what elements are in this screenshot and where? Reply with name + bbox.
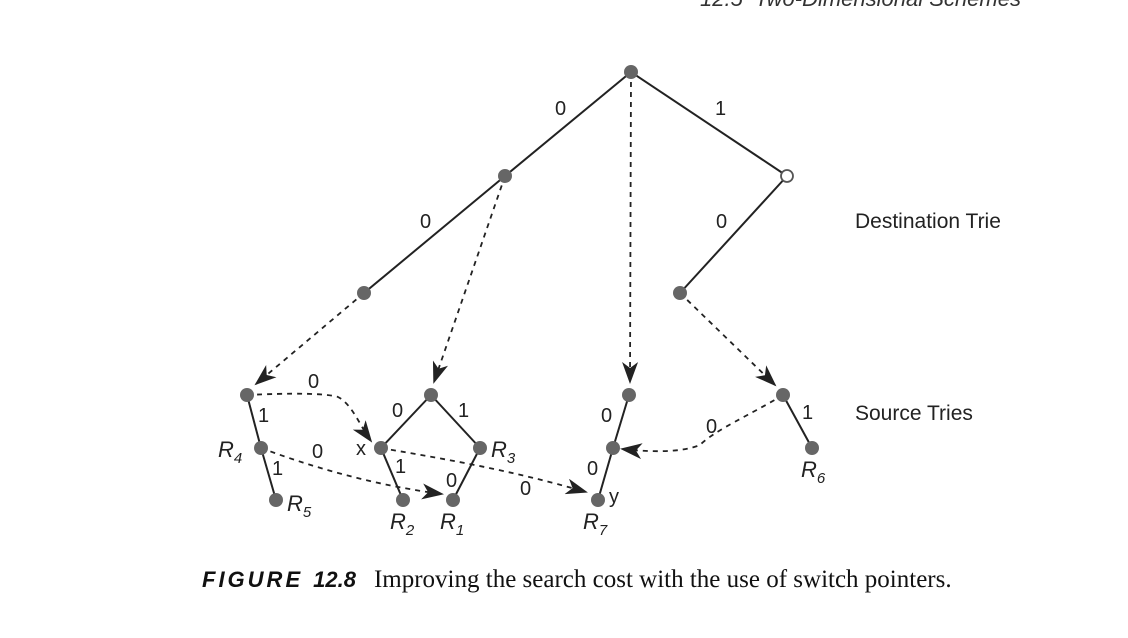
- pointer-n10-s4: [679, 292, 777, 387]
- source-node-x: [374, 441, 388, 455]
- source-node-r3: [473, 441, 487, 455]
- source-trie-edges: [246, 394, 813, 501]
- edge-root-n1: [504, 71, 632, 177]
- branch-label: 1: [715, 98, 726, 120]
- edge-x-r2: [380, 447, 404, 501]
- switch-pointer-s4-s3b: [620, 394, 784, 460]
- rule-label-r7: R7: [583, 509, 608, 539]
- switch-pointer-x-y: [380, 447, 588, 495]
- branch-label: 0: [420, 211, 431, 233]
- edge-r4-r5: [260, 447, 277, 501]
- figure-caption: FIGURE 12.8 Improving the search cost with…: [202, 566, 1102, 594]
- source-node-s3b: [606, 441, 620, 455]
- switch-pointer-r4-r1: [260, 447, 444, 500]
- edge-n1-n00: [363, 175, 506, 294]
- edge-s1-r4: [246, 394, 262, 449]
- branch-label: 0: [392, 400, 403, 422]
- branch-label: 0: [716, 211, 727, 233]
- trie-node-1-empty: [780, 169, 794, 183]
- pointer-n00-s1: [254, 292, 365, 386]
- caption-text: Improving the search cost with the use o…: [373, 566, 952, 593]
- edge-r3-r1: [452, 447, 481, 501]
- pointer-n1-s2: [432, 175, 506, 384]
- rule-label-r1: R1: [440, 509, 464, 539]
- source-node-y: [591, 493, 605, 507]
- destination-trie-nodes: [357, 65, 794, 300]
- header-section-title: Two-Dimensional Schemes: [755, 0, 1021, 10]
- trie-node-root: [624, 65, 638, 79]
- branch-label: 1: [395, 456, 406, 478]
- branch-label: 1: [272, 458, 283, 480]
- edge-s2-x: [380, 394, 432, 449]
- source-node-s1: [240, 388, 254, 402]
- source-node-r5: [269, 493, 283, 507]
- trie-node-00: [357, 286, 371, 300]
- switch-pointer-s1-x: [246, 392, 373, 443]
- vertex-label-x: x: [356, 438, 366, 460]
- rule-labels: R4 R5 R2 R1 R3 R7 R6: [218, 437, 826, 539]
- branch-label: 0: [520, 478, 531, 500]
- destination-trie-label: Destination Trie: [855, 210, 1001, 233]
- source-node-r2: [396, 493, 410, 507]
- header-section-number: 12.5: [700, 0, 743, 10]
- edge-s3-s3b: [612, 394, 630, 449]
- rule-label-r3: R3: [491, 437, 516, 467]
- branch-label: 0: [308, 371, 319, 393]
- trie-node-0: [498, 169, 512, 183]
- source-node-s4: [776, 388, 790, 402]
- rule-label-r4: R4: [218, 437, 242, 467]
- source-node-r1: [446, 493, 460, 507]
- branch-labels: 0 1 0 0 1 0 1 0 0 1 1 0 0 0 0 0 1: [258, 98, 813, 500]
- rule-label-r2: R2: [390, 509, 415, 539]
- edge-root-n1r: [630, 71, 788, 177]
- edge-s3b-y: [597, 447, 614, 501]
- branch-label: 0: [312, 441, 323, 463]
- branch-label: 1: [458, 400, 469, 422]
- trie-diagram: 0 1 0 0 1 0 1 0 0 1 1 0 0 0 0 0 1 x y R4…: [218, 65, 1001, 539]
- figure-number: 12.8: [313, 567, 356, 592]
- switch-pointers: [246, 392, 784, 500]
- source-node-r6: [805, 441, 819, 455]
- branch-label: 1: [258, 405, 269, 427]
- edge-s4-r6: [782, 394, 813, 449]
- trie-node-10: [673, 286, 687, 300]
- branch-label: 1: [802, 402, 813, 424]
- running-header: 12.5 Two-Dimensional Schemes: [700, 0, 1128, 10]
- vertex-label-y: y: [609, 486, 619, 508]
- source-node-s2: [424, 388, 438, 402]
- destination-trie-edges: [363, 71, 788, 294]
- edge-n1r-n10: [679, 175, 788, 294]
- rule-label-r6: R6: [801, 457, 826, 487]
- branch-label: 0: [706, 416, 717, 438]
- rule-label-r5: R5: [287, 491, 312, 521]
- branch-label: 0: [555, 98, 566, 120]
- source-tries-label: Source Tries: [855, 402, 973, 425]
- source-node-s3: [622, 388, 636, 402]
- trie-pointers: [254, 71, 777, 387]
- edge-s2-r3: [430, 394, 481, 449]
- source-node-r4: [254, 441, 268, 455]
- figure-word: FIGURE: [202, 567, 304, 592]
- pointer-root-s3: [622, 71, 639, 384]
- branch-label: 0: [587, 458, 598, 480]
- branch-label: 0: [601, 405, 612, 427]
- branch-label: 0: [446, 470, 457, 492]
- source-trie-nodes: [240, 388, 819, 507]
